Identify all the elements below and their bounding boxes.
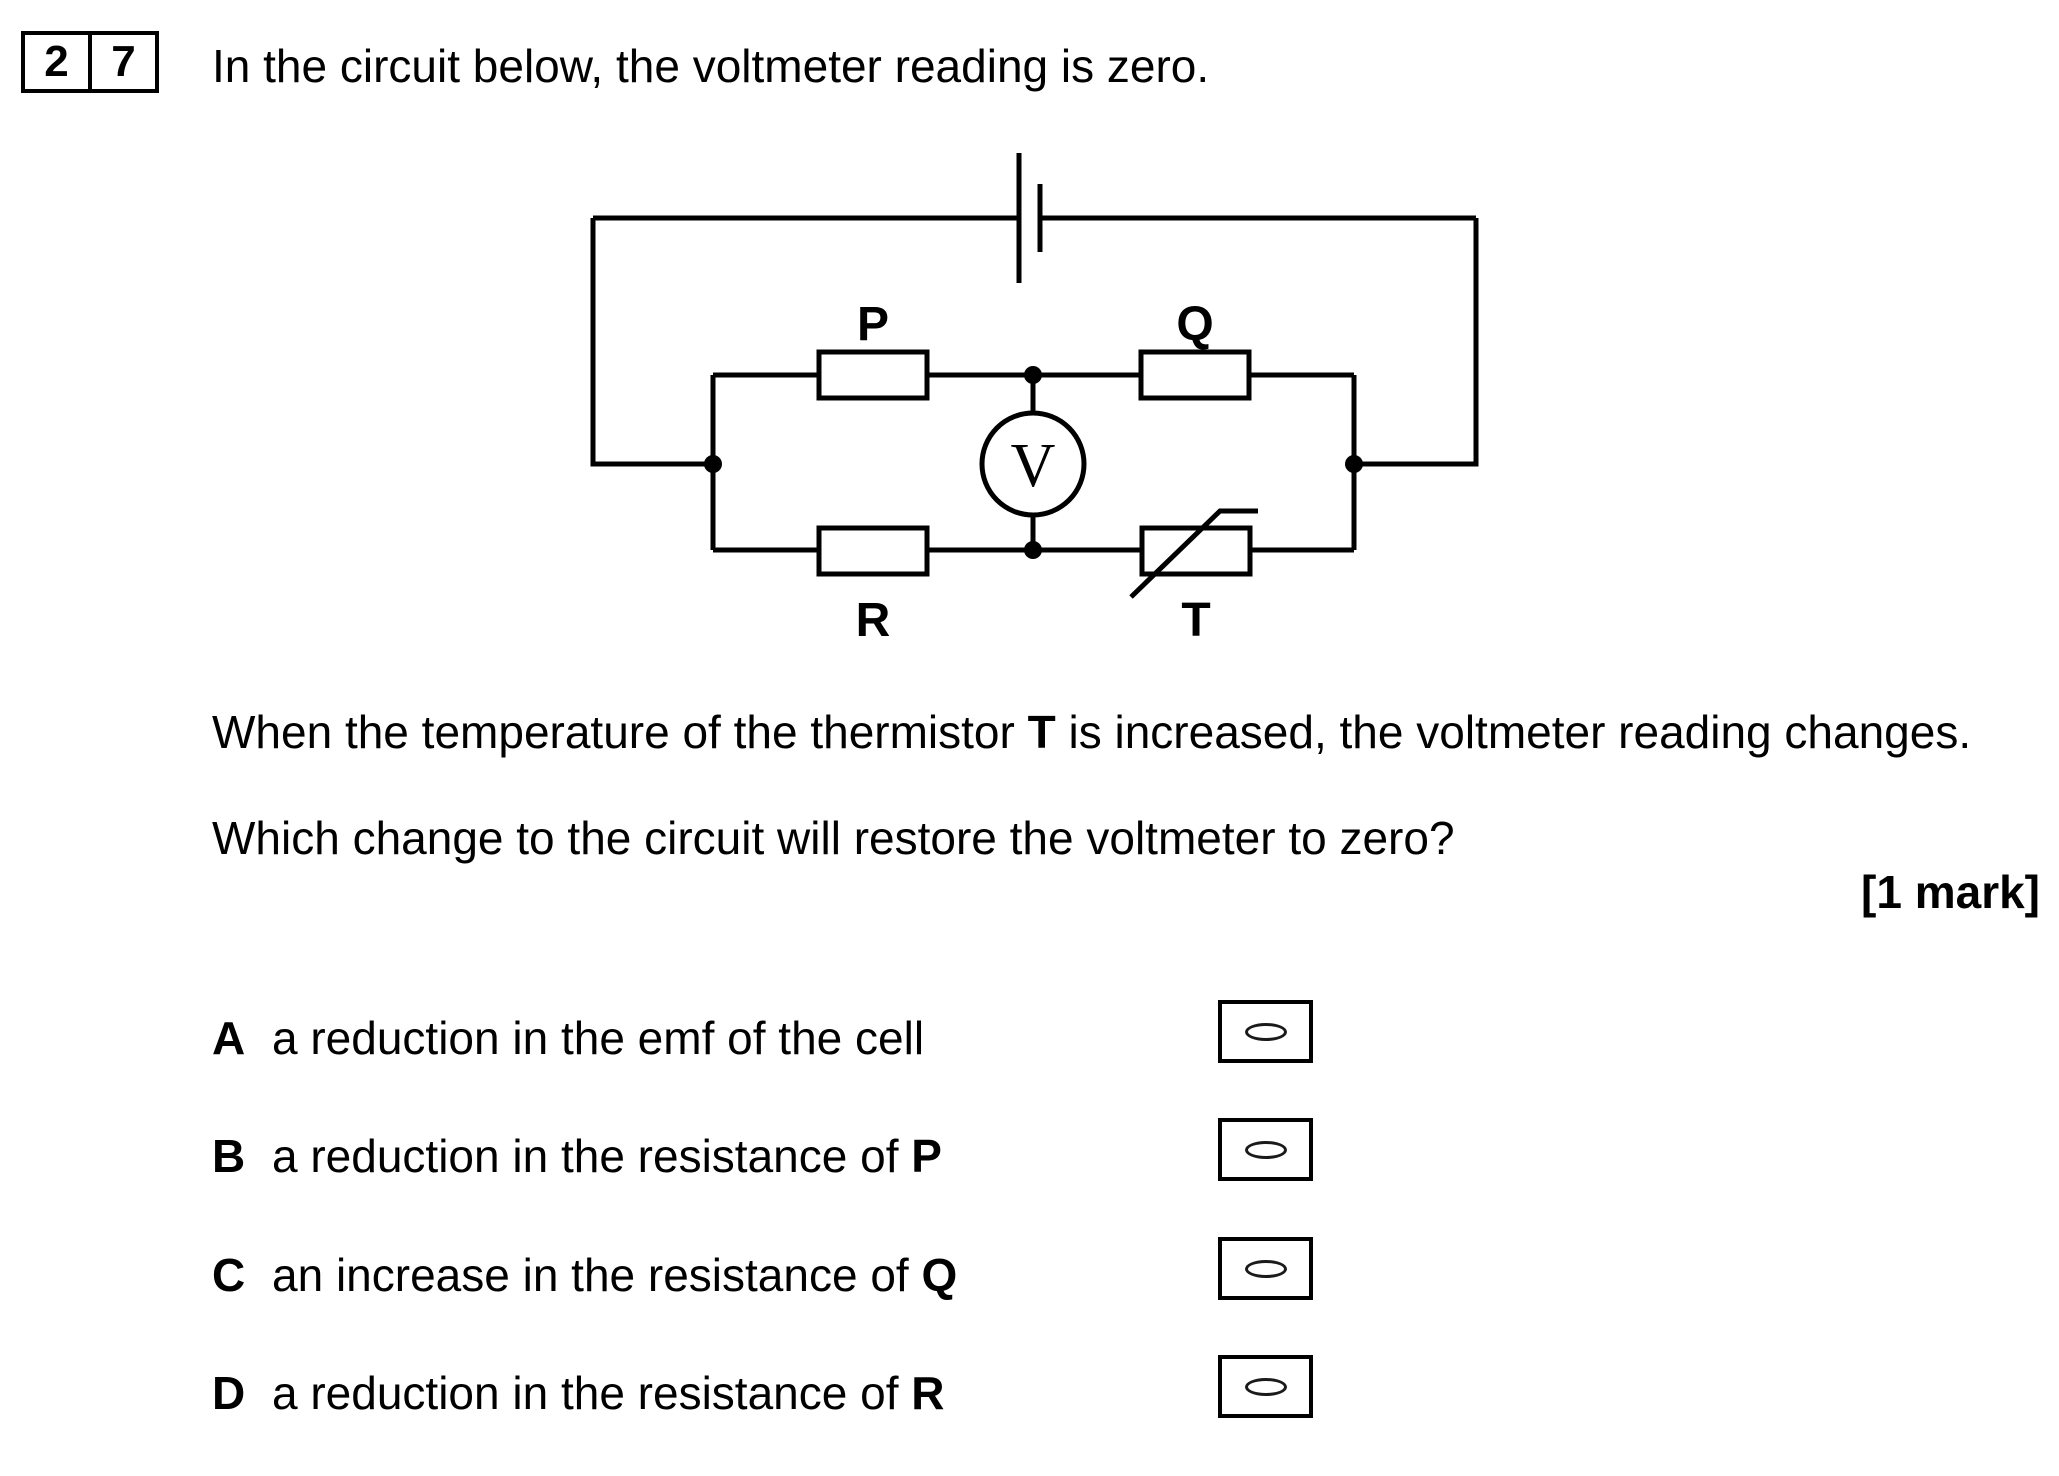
paragraph-thermistor: When the temperature of the thermistor T… xyxy=(212,706,1971,759)
option-a-letter: A xyxy=(212,1012,246,1064)
answer-box-b[interactable] xyxy=(1218,1118,1313,1181)
option-c-letter: C xyxy=(212,1249,246,1301)
label-thermistor-t: T xyxy=(1181,594,1210,647)
option-a-text: a reduction in the emf of the cell xyxy=(272,1011,924,1065)
answer-lozenge-b[interactable] xyxy=(1244,1140,1287,1159)
option-b-text-bold: P xyxy=(911,1130,942,1182)
wire-outer-left xyxy=(590,218,713,467)
junction-dot-left xyxy=(704,455,722,473)
paragraph-thermistor-bold-t: T xyxy=(1027,706,1056,758)
answer-box-a[interactable] xyxy=(1218,1000,1313,1063)
option-a-text-main: a reduction in the emf of the cell xyxy=(272,1012,925,1064)
question-intro-text: In the circuit below, the voltmeter read… xyxy=(212,40,1210,92)
voltmeter-letter: V xyxy=(1011,432,1056,500)
junction-dot-top xyxy=(1024,366,1042,384)
option-c-text-main: an increase in the resistance of xyxy=(272,1249,922,1301)
label-resistor-p: P xyxy=(857,298,889,351)
resistor-q xyxy=(1138,349,1252,401)
option-c-text: an increase in the resistance of Q xyxy=(272,1248,957,1302)
option-d-text: a reduction in the resistance of R xyxy=(272,1366,945,1420)
question-number-digit: 7 xyxy=(88,35,155,89)
answer-lozenge-a[interactable] xyxy=(1244,1022,1287,1041)
junction-dot-right xyxy=(1345,455,1363,473)
wire-outer-right xyxy=(1354,218,1479,467)
paragraph-question: Which change to the circuit will restore… xyxy=(212,812,1455,864)
answer-lozenge-c[interactable] xyxy=(1244,1259,1287,1278)
option-d-letter: D xyxy=(212,1367,246,1419)
paragraph-thermistor-post: is increased, the voltmeter reading chan… xyxy=(1055,706,1972,758)
circuit-diagram: P Q R T V xyxy=(590,153,1479,647)
resistor-p xyxy=(816,349,930,401)
voltmeter xyxy=(979,410,1087,518)
question-number-box: 2 7 xyxy=(21,31,159,93)
answer-box-c[interactable] xyxy=(1218,1237,1313,1300)
option-b-text: a reduction in the resistance of P xyxy=(272,1129,942,1183)
option-b-text-main: a reduction in the resistance of xyxy=(272,1130,912,1182)
junction-dot-bottom xyxy=(1024,541,1042,559)
option-d-text-bold: R xyxy=(911,1367,945,1419)
answer-box-d[interactable] xyxy=(1218,1355,1313,1418)
answer-lozenge-d[interactable] xyxy=(1244,1377,1287,1396)
resistor-r xyxy=(816,525,930,577)
option-c-text-bold: Q xyxy=(921,1249,958,1301)
label-resistor-q: Q xyxy=(1176,298,1213,351)
label-resistor-r: R xyxy=(856,594,891,647)
cell-symbol xyxy=(1016,153,1043,283)
thermistor-diagonal xyxy=(1129,508,1258,599)
question-number-digit: 2 xyxy=(44,37,69,86)
option-b-letter: B xyxy=(212,1130,246,1182)
paragraph-thermistor-pre: When the temperature of the thermistor xyxy=(212,706,1028,758)
marks-label: [1 mark] xyxy=(1861,866,2040,918)
option-d-text-main: a reduction in the resistance of xyxy=(272,1367,912,1419)
